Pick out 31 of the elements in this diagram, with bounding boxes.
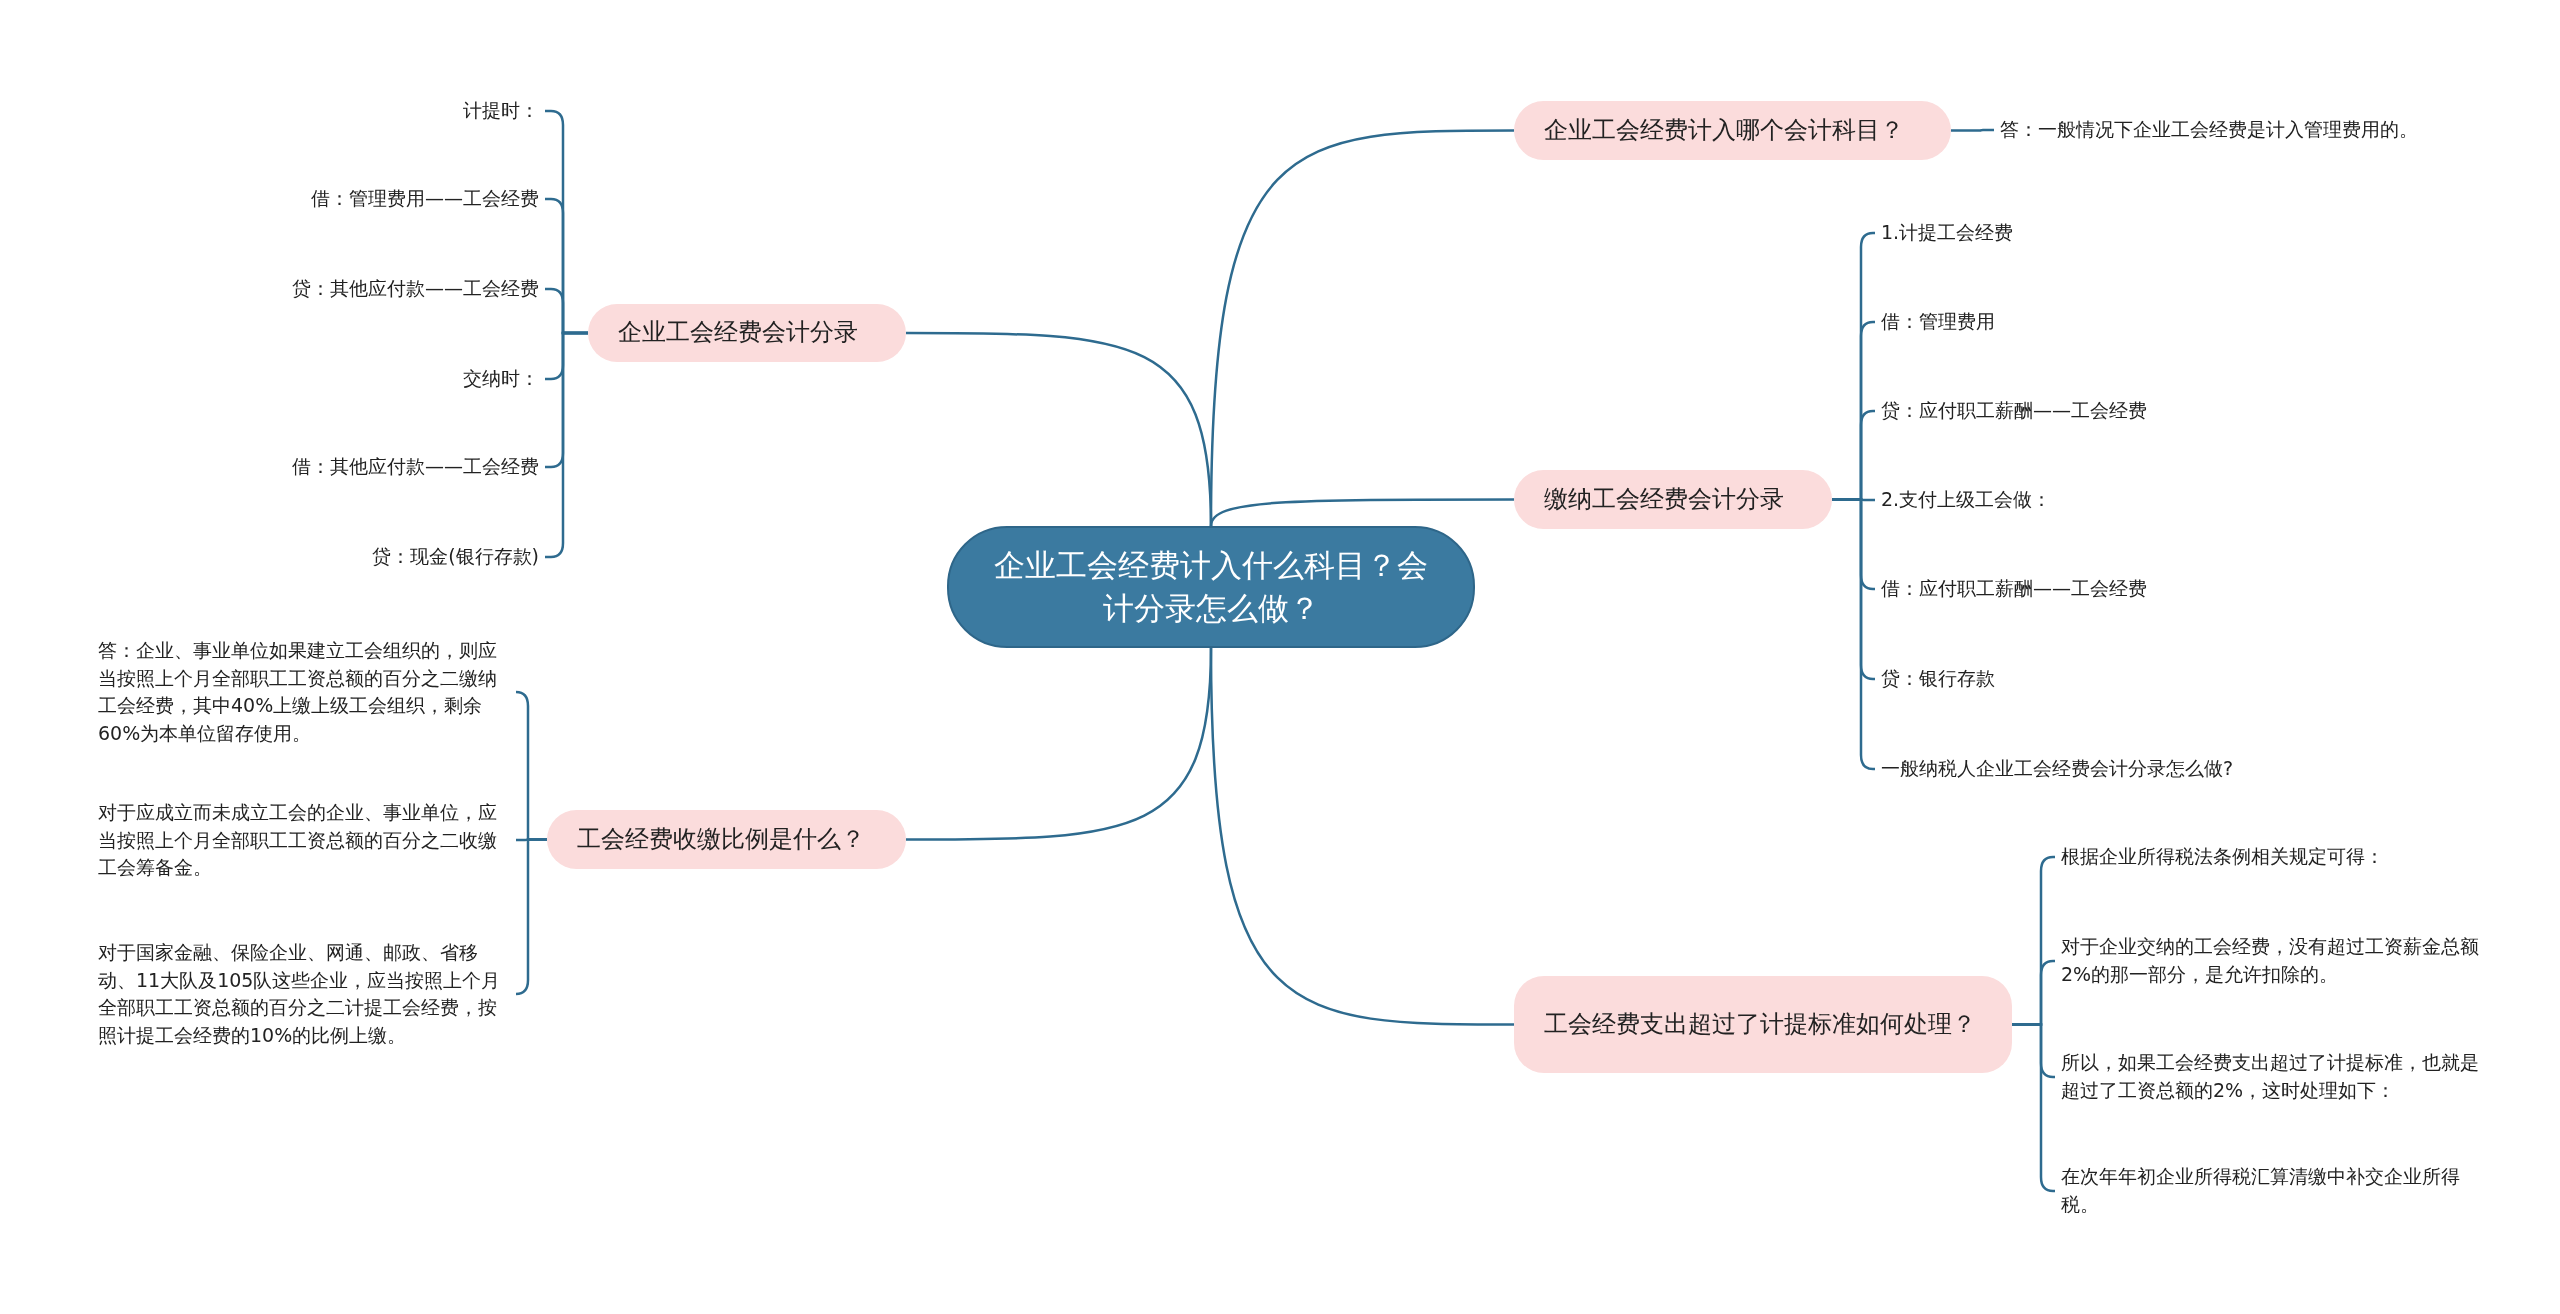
topic-bubble: 企业工会经费计入哪个会计科目？ <box>1514 101 1951 160</box>
subtopic-text: 对于国家金融、保险企业、网通、邮政、省移动、11大队及105队这些企业，应当按照上个月全部职工工资总额的百分之二计提工会经费，按照计提工会经费的10%的比例上缴。 <box>98 938 510 1050</box>
subtopic-text: 根据企业所得税法条例相关规定可得： <box>2061 843 2486 871</box>
topic-bubble: 企业工会经费会计分录 <box>588 304 906 362</box>
subtopic-text: 贷：银行存款 <box>1881 665 1995 693</box>
connector-line <box>1951 128 1994 132</box>
subtopic-text: 所以，如果工会经费支出超过了计提标准，也就是超过了工资总额的2%，这时处理如下： <box>2061 1049 2486 1105</box>
subtopic-text: 贷：其他应付款——工会经费 <box>292 275 539 303</box>
subtopic-text: 2.支付上级工会做： <box>1881 486 2052 514</box>
topic-bubble: 缴纳工会经费会计分录 <box>1514 470 1832 529</box>
subtopic-text: 交纳时： <box>463 365 539 393</box>
subtopic-text: 答：一般情况下企业工会经费是计入管理费用的。 <box>2000 116 2420 144</box>
subtopic-text: 计提时： <box>463 97 539 125</box>
subtopic-text: 贷：现金(银行存款) <box>372 543 539 571</box>
subtopic-text: 对于企业交纳的工会经费，没有超过工资薪金总额2%的那一部分，是允许扣除的。 <box>2061 933 2486 989</box>
subtopic-text: 对于应成立而未成立工会的企业、事业单位，应当按照上个月全部职工工资总额的百分之二收缴工会筹备金。 <box>98 798 510 882</box>
subtopic-text: 答：企业、事业单位如果建立工会组织的，则应当按照上个月全部职工工资总额的百分之二缴纳工会经费，其中40%上缴上级工会组织，剩余60%为本单位留存使用。 <box>98 636 510 748</box>
subtopic-text: 借：应付职工薪酬——工会经费 <box>1881 575 2147 603</box>
subtopic-text: 在次年年初企业所得税汇算清缴中补交企业所得税。 <box>2061 1163 2486 1219</box>
subtopic-text: 借：管理费用 <box>1881 308 1995 336</box>
subtopic-text: 贷：应付职工薪酬——工会经费 <box>1881 397 2147 425</box>
subtopic-text: 借：其他应付款——工会经费 <box>292 453 539 481</box>
topic-bubble: 工会经费收缴比例是什么？ <box>547 810 906 869</box>
subtopic-text: 1.计提工会经费 <box>1881 219 2014 247</box>
central-topic: 企业工会经费计入什么科目？会计分录怎么做？ <box>947 526 1475 648</box>
connector-line <box>514 838 547 996</box>
subtopic-text: 借：管理费用——工会经费 <box>311 185 539 213</box>
topic-bubble: 工会经费支出超过了计提标准如何处理？ <box>1514 976 2012 1073</box>
connector-line <box>1209 647 1514 1026</box>
connector-line <box>1209 498 1514 527</box>
subtopic-text: 一般纳税人企业工会经费会计分录怎么做? <box>1881 755 2234 783</box>
